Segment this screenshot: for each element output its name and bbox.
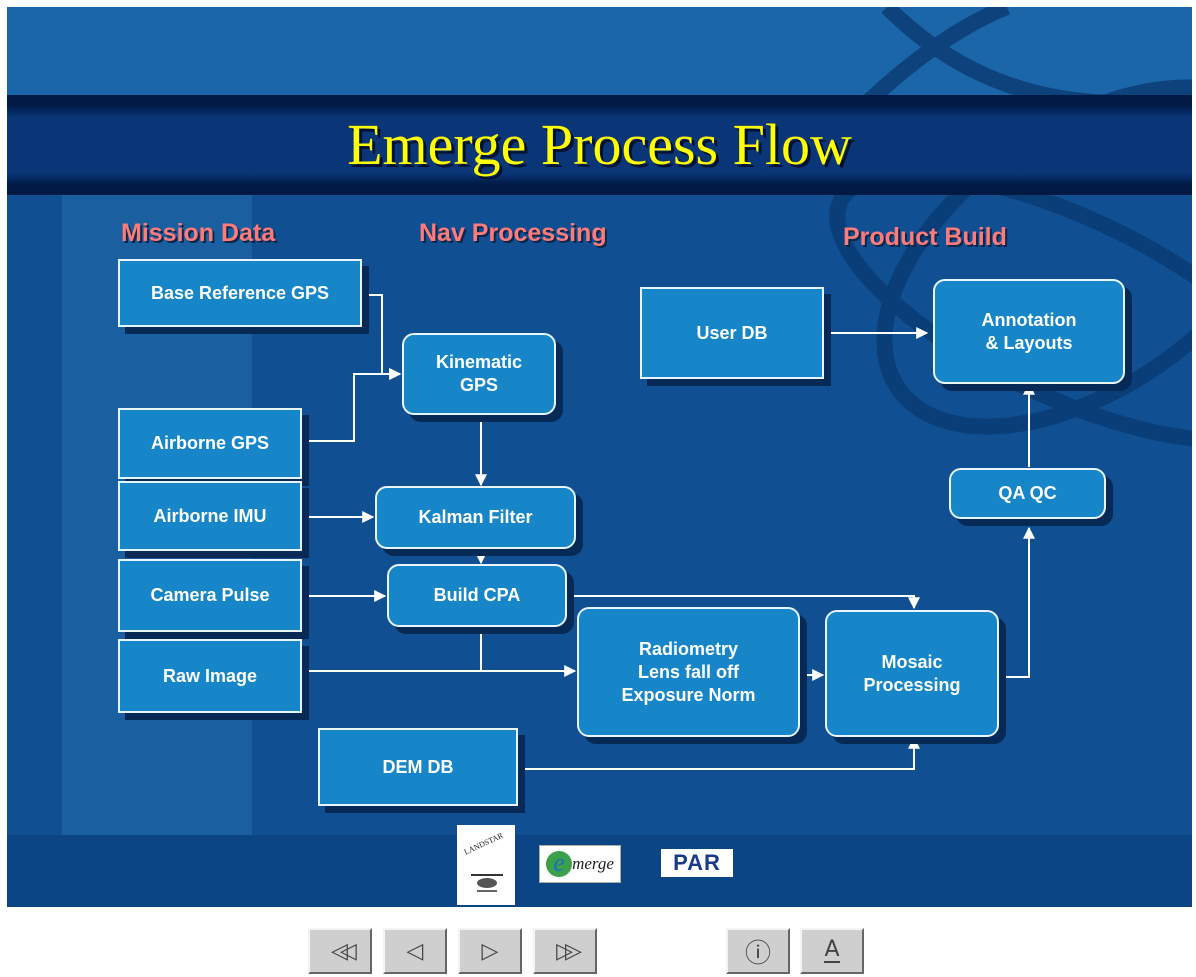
- node-kalman-filter: Kalman Filter: [375, 486, 576, 549]
- edge-dem-to-mosaic: [518, 736, 920, 770]
- edge-airborne-gps-to-kinematic: [302, 368, 402, 442]
- text-button[interactable]: A: [800, 928, 864, 974]
- edge-cpa-to-mosaic: [567, 595, 920, 610]
- prev-slide-button[interactable]: ◁: [383, 928, 447, 974]
- emerge-logo: e merge: [539, 845, 621, 883]
- node-dem-db: DEM DB: [318, 728, 518, 806]
- slide: Emerge Process Flow Mission Data Nav Pro…: [7, 7, 1192, 907]
- node-annotation-layouts: Annotation & Layouts: [933, 279, 1125, 384]
- last-slide-button[interactable]: ▷▷: [533, 928, 597, 974]
- next-icon: ▷: [481, 938, 499, 964]
- heading-nav-processing: Nav Processing: [419, 219, 607, 247]
- title-bar: [7, 95, 1192, 195]
- node-camera-pulse: Camera Pulse: [118, 559, 302, 632]
- emerge-logo-text: merge: [572, 854, 614, 873]
- node-user-db: User DB: [640, 287, 824, 379]
- page-title: Emerge Process Flow: [347, 112, 852, 177]
- node-qa-qc: QA QC: [949, 468, 1106, 519]
- node-raw-image: Raw Image: [118, 639, 302, 713]
- rewind-icon: ◁◁: [331, 938, 357, 964]
- edge-mosaic-to-qaqc: [999, 526, 1035, 678]
- landstar-logo: LANDSTAR: [457, 825, 515, 905]
- node-radiometry: Radiometry Lens fall off Exposure Norm: [577, 607, 800, 737]
- prev-icon: ◁: [406, 938, 424, 964]
- text-icon: A: [824, 937, 840, 963]
- fast-forward-icon: ▷▷: [556, 938, 582, 964]
- next-slide-button[interactable]: ▷: [458, 928, 522, 974]
- node-kinematic-gps: Kinematic GPS: [402, 333, 556, 415]
- node-airborne-imu: Airborne IMU: [118, 481, 302, 551]
- node-mosaic-processing: Mosaic Processing: [825, 610, 999, 737]
- node-build-cpa: Build CPA: [387, 564, 567, 627]
- node-base-reference-gps: Base Reference GPS: [118, 259, 362, 327]
- par-logo: PAR: [661, 849, 733, 877]
- heading-mission-data: Mission Data: [121, 219, 276, 247]
- info-icon: ⓘ: [744, 938, 771, 969]
- heading-product-build: Product Build: [843, 223, 1007, 251]
- info-button[interactable]: ⓘ: [726, 928, 790, 974]
- emerge-logo-mark: e: [546, 850, 573, 877]
- node-airborne-gps: Airborne GPS: [118, 408, 302, 479]
- svg-text:LANDSTAR: LANDSTAR: [463, 830, 505, 856]
- first-slide-button[interactable]: ◁◁: [308, 928, 372, 974]
- edge-base-gps-to-kinematic: [362, 294, 402, 380]
- logo-strip: LANDSTAR e merge PAR: [7, 825, 1192, 907]
- helicopter-icon: LANDSTAR: [463, 830, 505, 892]
- flow-connectors: [302, 294, 1035, 770]
